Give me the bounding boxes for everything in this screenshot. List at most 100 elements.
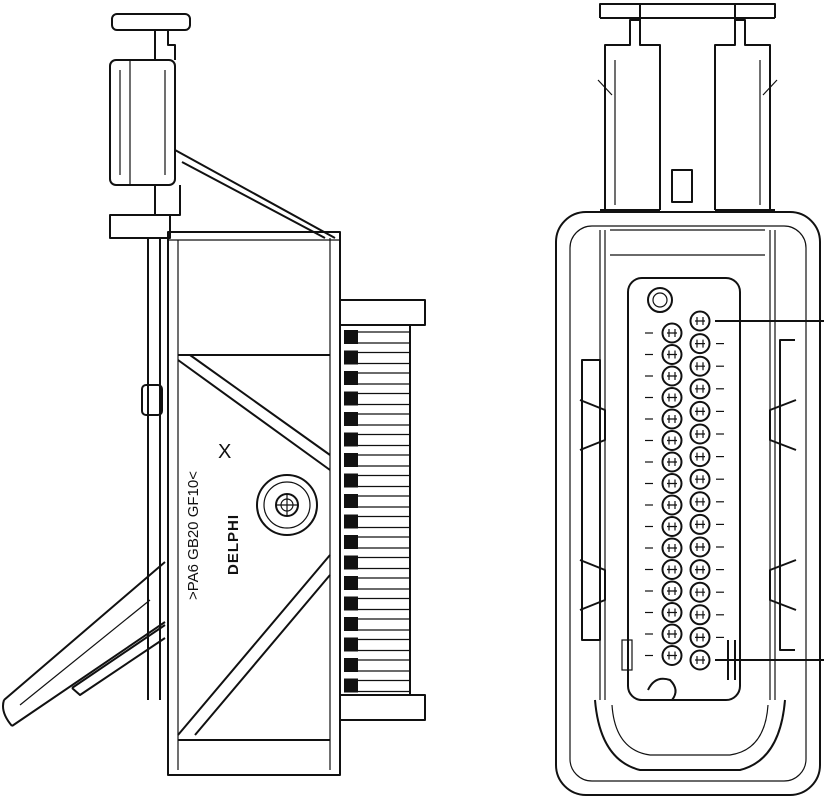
pin-cavity	[661, 623, 683, 645]
pin-contact	[667, 458, 677, 466]
pin-contact	[695, 339, 705, 348]
terminal-tooth	[344, 391, 358, 406]
pin-contact	[667, 565, 677, 574]
pin-contact	[667, 436, 677, 445]
pin-cavity	[689, 423, 711, 445]
terminal-line	[358, 659, 410, 672]
latch-arm	[147, 238, 161, 700]
side-view: >PA6 GB20 GF10< X DELPHI	[2, 13, 426, 776]
comb-bottom-tab	[339, 694, 426, 721]
keying-post-bottom	[647, 677, 677, 701]
pin-contact	[667, 544, 677, 552]
pin-block	[627, 277, 741, 701]
terminal-tooth	[344, 576, 358, 590]
pin-contact	[667, 608, 677, 617]
pin-contact	[667, 350, 677, 359]
terminal-line	[358, 351, 410, 365]
terminal-tooth	[344, 678, 358, 693]
comb-top-tab	[339, 299, 426, 326]
pin-cavity	[689, 649, 711, 671]
terminal-comb	[339, 299, 426, 721]
pin-contact	[695, 656, 705, 664]
pin-contact	[667, 329, 677, 337]
pin-cavity	[661, 430, 683, 451]
pin-contact	[695, 475, 705, 484]
terminal-line	[358, 331, 410, 344]
pin-cavity	[661, 494, 683, 516]
terminal-line	[358, 495, 410, 508]
terminal-line	[358, 515, 410, 529]
pin-cavity	[689, 559, 711, 581]
pin-cavity	[661, 537, 683, 559]
pin-cavity	[661, 387, 683, 408]
top-latch	[109, 13, 191, 239]
terminal-tooth	[344, 453, 358, 467]
pin-contact	[695, 430, 705, 438]
terminal-tooth	[344, 514, 358, 529]
pin-contact	[667, 372, 677, 380]
housing	[555, 211, 821, 796]
terminal-line	[358, 474, 410, 488]
pin-cavity	[689, 626, 711, 648]
pin-cavity	[661, 645, 683, 666]
pin-cavity	[661, 580, 683, 602]
pin-cavity	[689, 355, 711, 377]
pin-contact	[695, 407, 705, 416]
terminal-tooth	[344, 637, 358, 652]
pin-cavity	[661, 516, 683, 537]
pin-contact	[695, 588, 705, 597]
top-latch-frame	[597, 3, 778, 211]
terminal-line	[358, 433, 410, 447]
pin-contact	[695, 362, 705, 371]
terminal-tooth	[344, 473, 358, 488]
pin-contact	[667, 479, 677, 488]
pin-cavity	[661, 559, 683, 580]
pin-cavity	[689, 333, 711, 355]
pin-contact	[695, 543, 705, 551]
terminal-tooth	[344, 330, 358, 344]
terminal-tooth	[344, 494, 358, 508]
comb-frame	[339, 325, 411, 695]
terminal-tooth	[344, 432, 358, 447]
pin-cavity	[689, 513, 711, 535]
terminal-tooth	[344, 412, 358, 426]
terminal-line	[358, 392, 410, 406]
pin-cavity	[689, 491, 711, 513]
terminal-line	[358, 372, 410, 385]
pin-cavity	[689, 310, 711, 332]
terminal-tooth	[344, 617, 358, 631]
pin-contact	[695, 520, 705, 529]
pin-cavity	[689, 468, 711, 490]
pin-contact	[695, 384, 705, 393]
terminal-line	[358, 454, 410, 467]
terminal-line	[358, 638, 410, 652]
pin-cavity	[661, 322, 683, 344]
pin-contact	[695, 633, 705, 642]
terminal-line	[358, 597, 410, 611]
pin-contact	[695, 497, 705, 506]
pin-cavity	[689, 378, 711, 400]
brand-logo: DELPHI	[225, 514, 242, 575]
pin-cavity	[661, 408, 683, 430]
pin-contact	[667, 522, 677, 531]
pin-contact	[667, 393, 677, 402]
pin-contact	[667, 587, 677, 595]
cavity-mark: X	[218, 441, 231, 463]
pin-contact	[695, 317, 705, 325]
delphi-seal-icon	[256, 474, 318, 536]
terminal-tooth	[344, 596, 358, 611]
terminal-tooth	[344, 658, 358, 672]
pin-cavity	[689, 604, 711, 626]
terminal-line	[358, 556, 410, 570]
pin-cavity	[689, 446, 711, 468]
pin-cavity	[661, 473, 683, 494]
front-view	[555, 3, 824, 796]
pin-cavity	[689, 536, 711, 558]
lever	[2, 561, 166, 727]
terminal-line	[358, 413, 410, 426]
terminal-line	[358, 679, 410, 693]
dimension-lines	[715, 320, 824, 680]
pin-contact	[667, 651, 677, 660]
